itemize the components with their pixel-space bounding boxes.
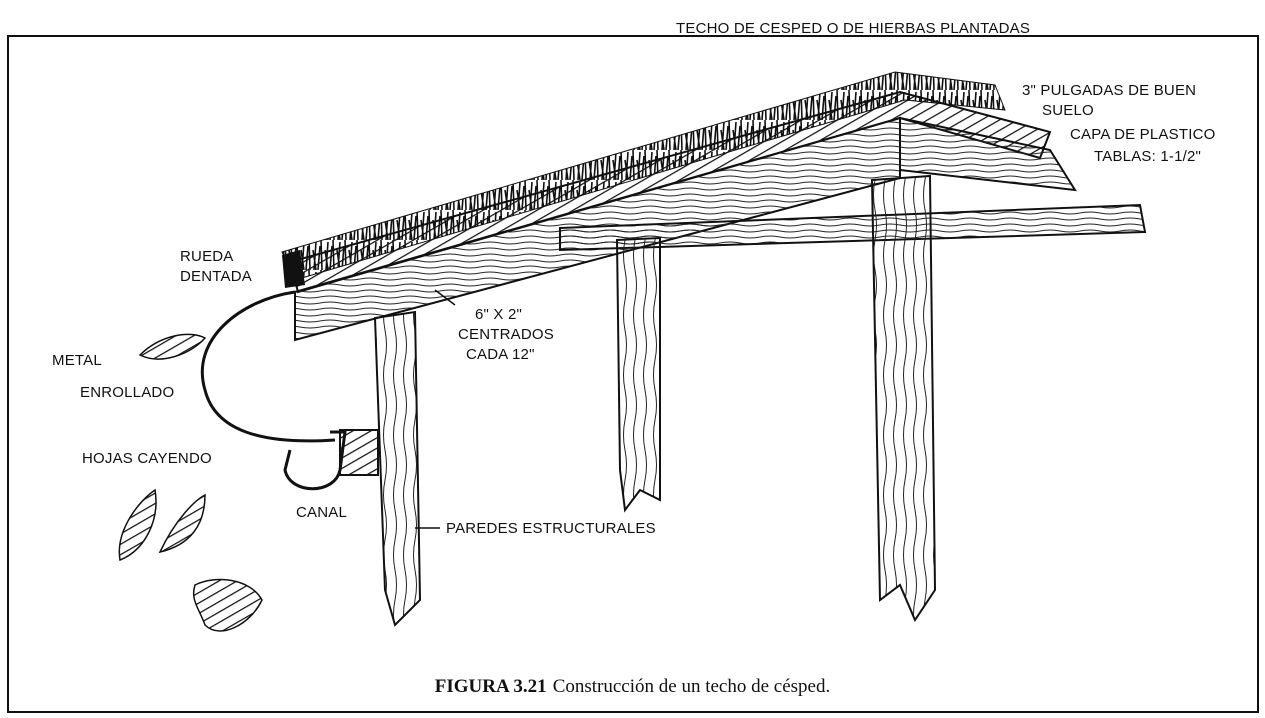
leaf-3 xyxy=(158,493,206,554)
post-left xyxy=(373,310,422,627)
label-soil-line2: SUELO xyxy=(1042,102,1094,119)
label-gutter: CANAL xyxy=(296,504,348,521)
label-gear-line1: RUEDA xyxy=(180,248,234,265)
leaf-2 xyxy=(118,488,157,562)
label-gear-line2: DENTADA xyxy=(180,268,252,285)
post-middle xyxy=(615,236,661,513)
gear-edge xyxy=(282,250,305,288)
right-boards xyxy=(899,116,1077,192)
figure-number: FIGURA 3.21 xyxy=(434,676,547,697)
label-metal-line2: ENROLLADO xyxy=(80,384,175,401)
tie-beam xyxy=(559,203,1147,252)
label-leaves: HOJAS CAYENDO xyxy=(82,450,212,467)
label-walls: PAREDES ESTRUCTURALES xyxy=(446,520,656,537)
gutter-bracket xyxy=(339,429,379,476)
leader-joist xyxy=(434,289,456,306)
label-soil-line1: 3" PULGADAS DE BUEN xyxy=(1022,82,1197,99)
leaf-4 xyxy=(193,578,263,632)
label-grass-roof: TECHO DE CESPED O DE HIERBAS PLANTADAS xyxy=(676,20,1031,37)
label-joist-line1: 6" X 2" xyxy=(475,306,523,323)
label-joist-line3: CADA 12" xyxy=(466,346,535,363)
label-boards: TABLAS: 1-1/2" xyxy=(1094,148,1202,165)
figure-caption-text: Construcción de un techo de césped. xyxy=(552,676,831,697)
label-joist-line2: CENTRADOS xyxy=(458,326,554,343)
label-metal-line1: METAL xyxy=(52,352,102,369)
post-right xyxy=(870,174,937,623)
figure-border xyxy=(7,35,1259,713)
label-plastic: CAPA DE PLASTICO xyxy=(1070,126,1216,143)
leaf-1 xyxy=(138,333,207,360)
rolled-metal xyxy=(200,290,336,443)
